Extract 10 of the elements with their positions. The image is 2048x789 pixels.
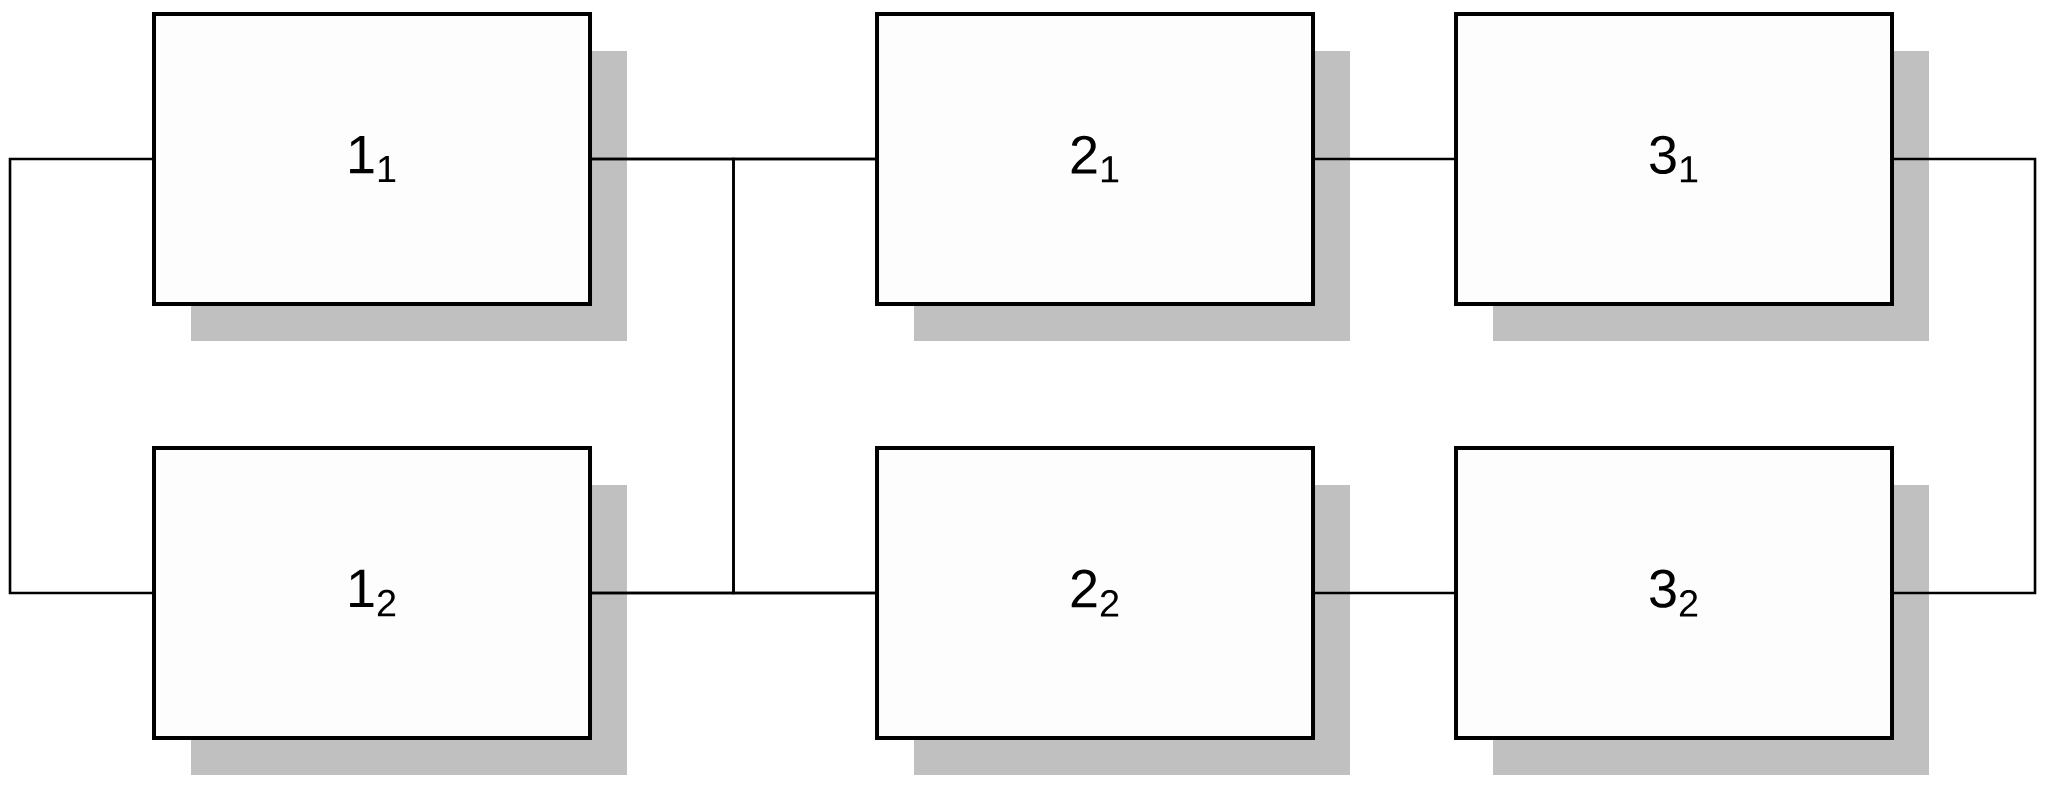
connector-line [1892, 157, 2037, 595]
block-box: 2$_{1}$ [875, 12, 1350, 341]
block-box: 1$_{1}$ [152, 12, 627, 341]
connector-line [590, 157, 877, 595]
connector-line [8, 157, 154, 595]
block-box: 3$_{2}$ [1454, 446, 1929, 775]
connector-line [1313, 157, 1456, 595]
block-box: 1$_{2}$ [152, 446, 627, 775]
block-box: 2$_{2}$ [875, 446, 1350, 775]
block-box: 3$_{1}$ [1454, 12, 1929, 341]
